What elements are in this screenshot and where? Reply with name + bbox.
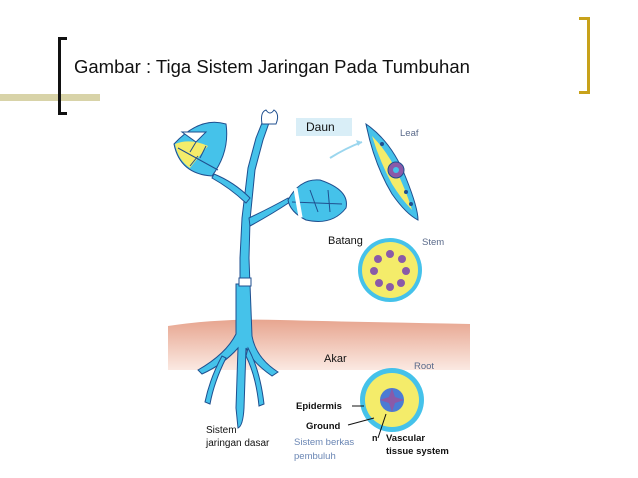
stem-cross-section xyxy=(358,238,422,302)
arrowhead xyxy=(356,140,362,146)
daun-label-box xyxy=(296,118,352,136)
upper-leaf xyxy=(173,121,228,177)
stem-label: Stem xyxy=(422,237,444,248)
leaf-label: Leaf xyxy=(400,128,419,139)
plant-tissue-figure: Daun Leaf Batang Stem xyxy=(168,109,470,462)
epidermis-label: Epidermis xyxy=(296,401,342,412)
sistem-jaringan-dasar-label-2: jaringan dasar xyxy=(205,438,270,449)
root-cross-section xyxy=(360,368,424,432)
vascular-label: Vascular xyxy=(386,433,425,444)
ground-label: Ground xyxy=(306,421,340,432)
leaf-cross-section xyxy=(365,122,419,221)
decorative-olive-bar xyxy=(0,94,100,101)
daun-label: Daun xyxy=(306,120,335,134)
root-label: Root xyxy=(414,361,434,372)
right-leaf xyxy=(287,179,347,222)
n-marker: n xyxy=(372,433,378,443)
arrow-to-leaf xyxy=(329,141,363,159)
sistem-berkas-pembuluh-label-2: pembuluh xyxy=(294,451,336,462)
akar-label: Akar xyxy=(324,353,347,365)
sistem-jaringan-dasar-label-1: Sistem xyxy=(206,425,237,436)
stem-tip xyxy=(261,109,279,125)
plant-roots xyxy=(197,283,279,429)
leader-lines xyxy=(347,405,387,439)
slide-title: Gambar : Tiga Sistem Jaringan Pada Tumbu… xyxy=(74,56,470,77)
right-bracket-decoration xyxy=(579,17,590,94)
batang-label: Batang xyxy=(328,235,363,247)
sistem-berkas-pembuluh-label-1: Sistem berkas xyxy=(294,437,354,448)
left-bracket-decoration xyxy=(58,37,67,115)
tissue-system-label: tissue system xyxy=(386,446,449,457)
